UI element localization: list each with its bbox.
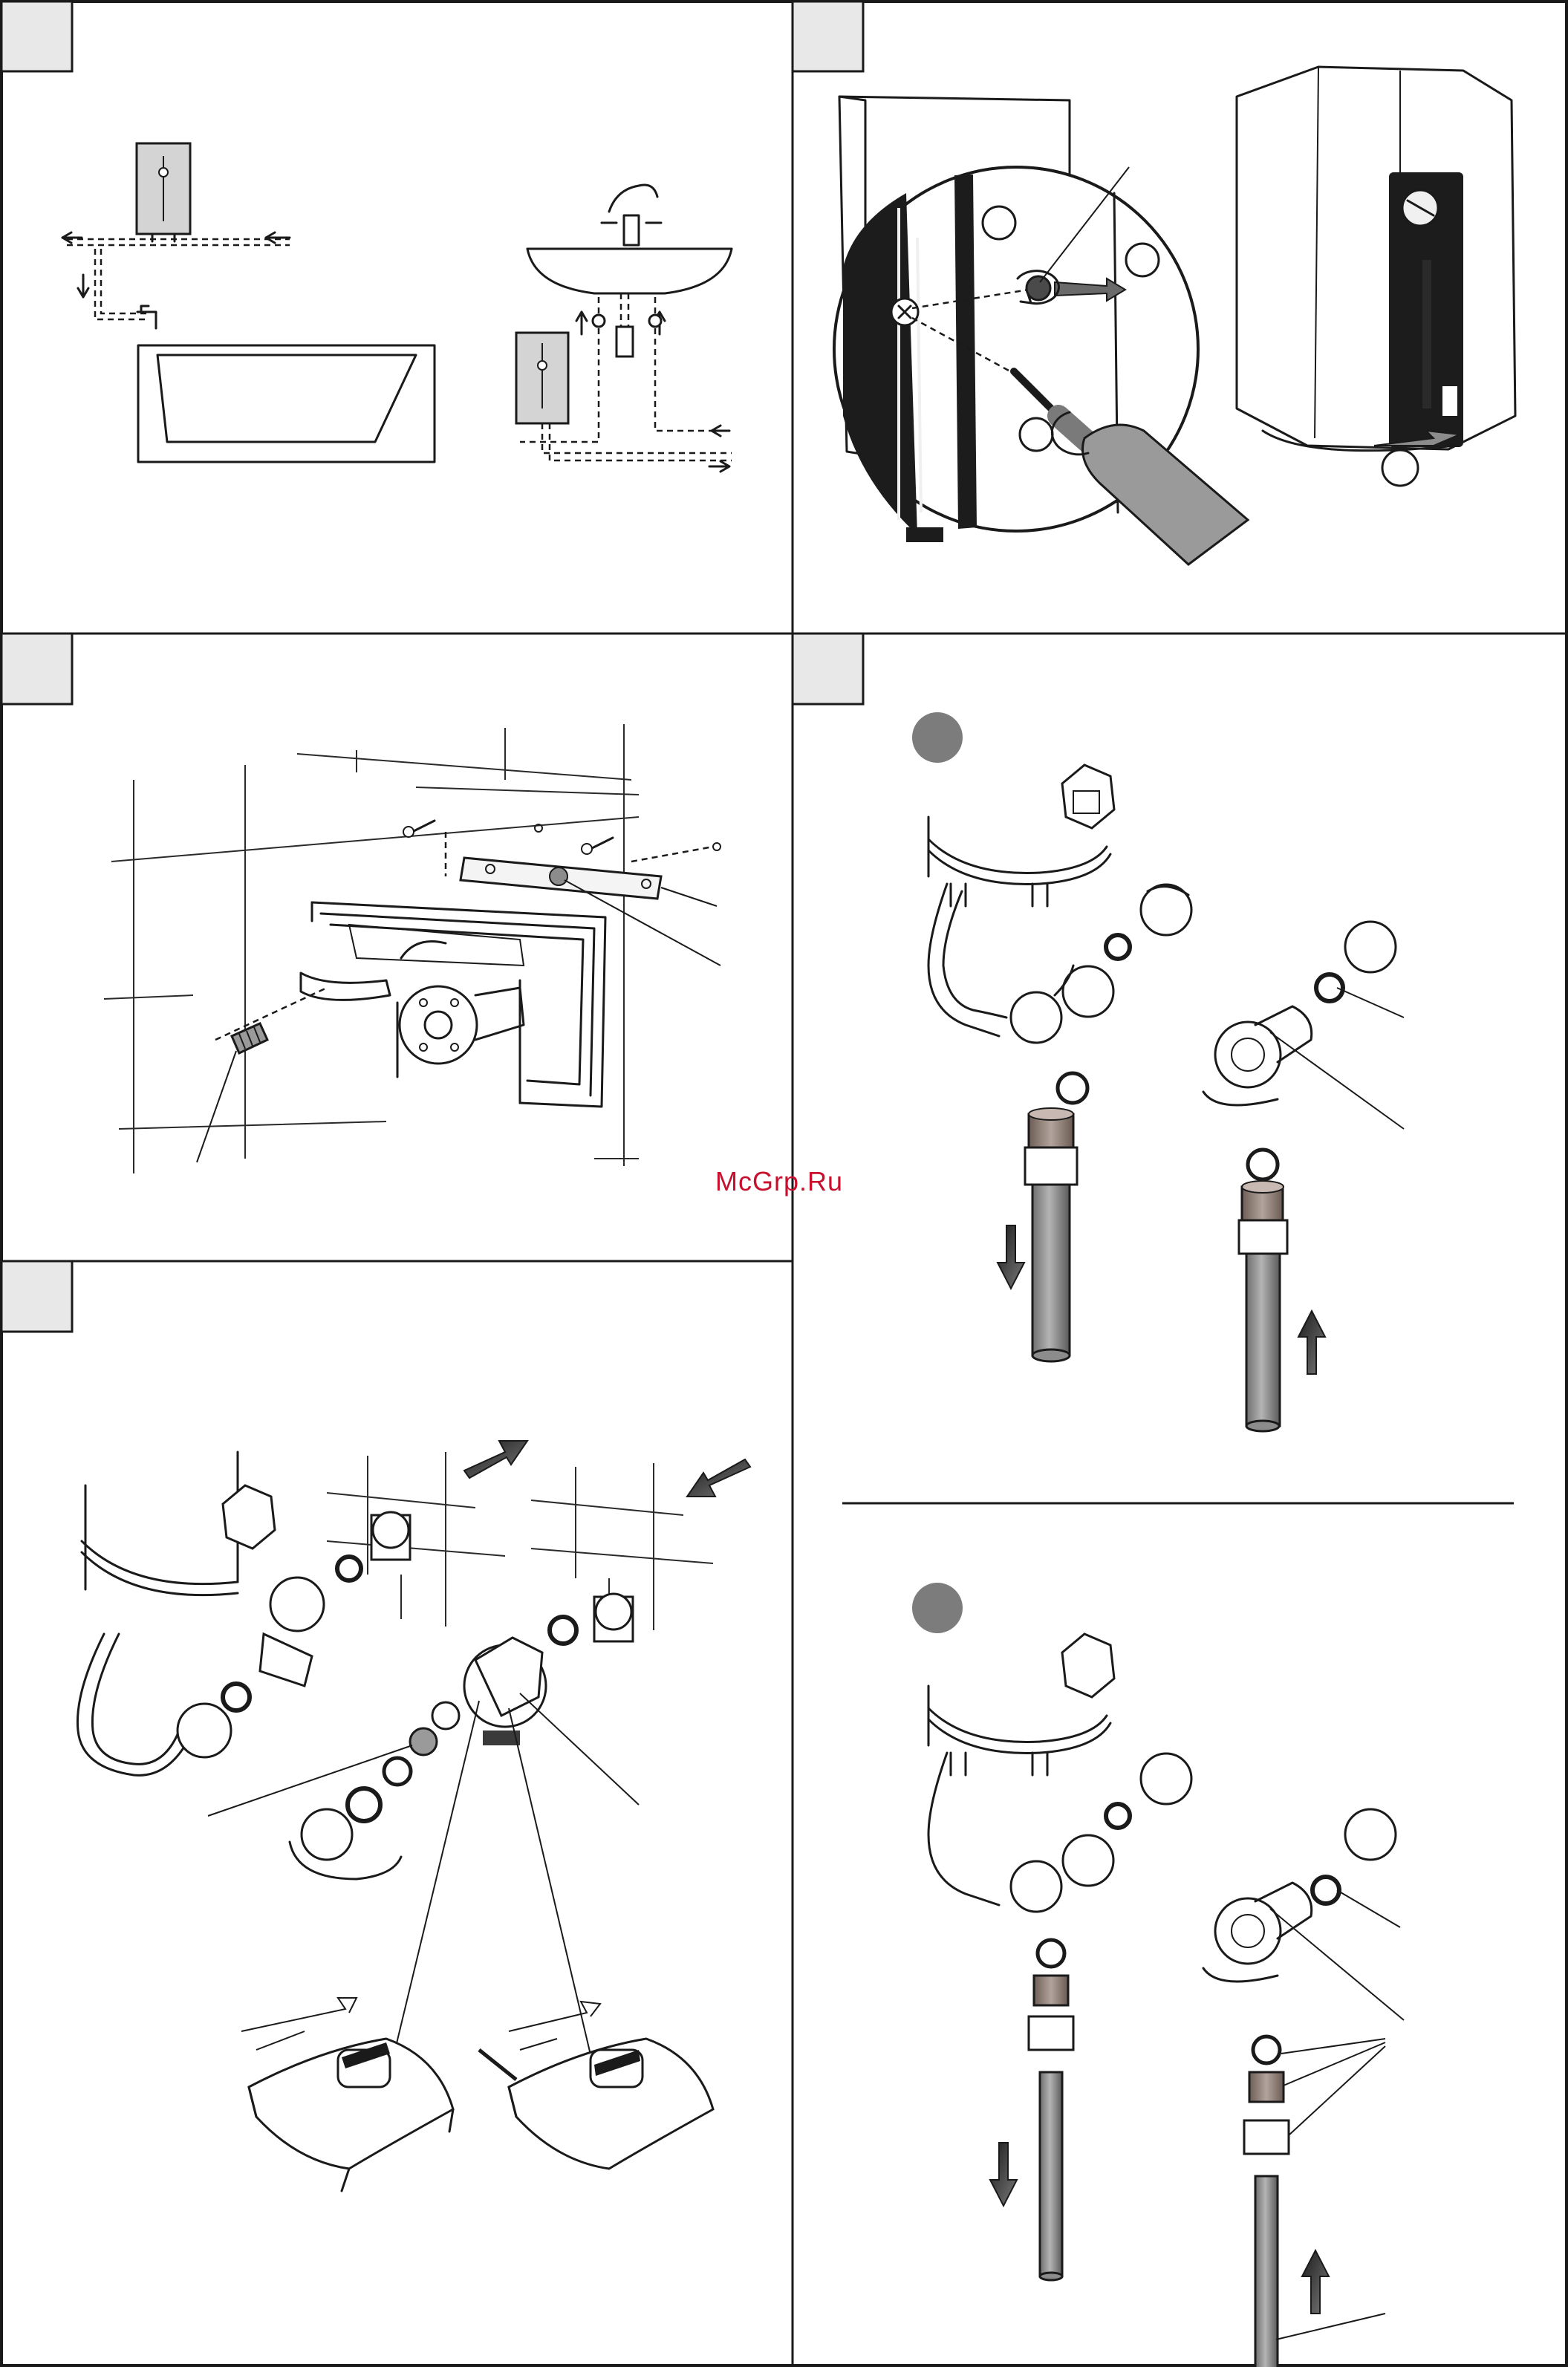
wall-bracket-panel — [104, 724, 720, 1173]
washbasin-icon — [527, 185, 732, 356]
pipe-connection-steps-panel — [912, 712, 1404, 2367]
bathtub-icon — [138, 345, 435, 462]
valve-icon — [249, 2039, 713, 2191]
step-dot-icon — [912, 712, 963, 1633]
fitting-icon — [1203, 922, 1396, 1105]
screw-icon — [403, 821, 720, 854]
fitting-icon — [223, 1485, 410, 1710]
pipe-icon — [1029, 1976, 1073, 2280]
watermark-text: McGrp.Ru — [715, 1166, 843, 1197]
panel-tab — [1, 1, 863, 1332]
pipe-icon — [1239, 1181, 1287, 1431]
pipe-icon — [1025, 1108, 1077, 1361]
water-flow-arrow-icon — [62, 232, 290, 297]
filter-icon — [302, 1728, 437, 1860]
fitting-icon — [1011, 1634, 1191, 1912]
cover-removal-panel — [834, 67, 1515, 564]
insert-arrow-icon — [464, 1441, 750, 1497]
heater-icon — [1237, 67, 1515, 451]
pipe-icon — [1255, 2176, 1278, 2367]
fitting-icon — [1011, 765, 1191, 1043]
heater-icon — [137, 143, 190, 241]
down-arrow-icon — [990, 2143, 1017, 2206]
down-arrow-icon — [998, 1225, 1024, 1289]
tap-connection-panel — [77, 1441, 750, 2191]
up-arrow-icon — [1302, 2250, 1329, 2314]
wall-tiles-icon — [104, 724, 639, 1173]
valve-icon — [432, 1594, 633, 1745]
installation-variants-panel — [62, 143, 732, 472]
fitting-icon — [1203, 1809, 1396, 1982]
up-arrow-icon — [1298, 1311, 1325, 1374]
threaded-nipple-icon — [232, 1023, 267, 1053]
heater-icon — [516, 333, 568, 423]
